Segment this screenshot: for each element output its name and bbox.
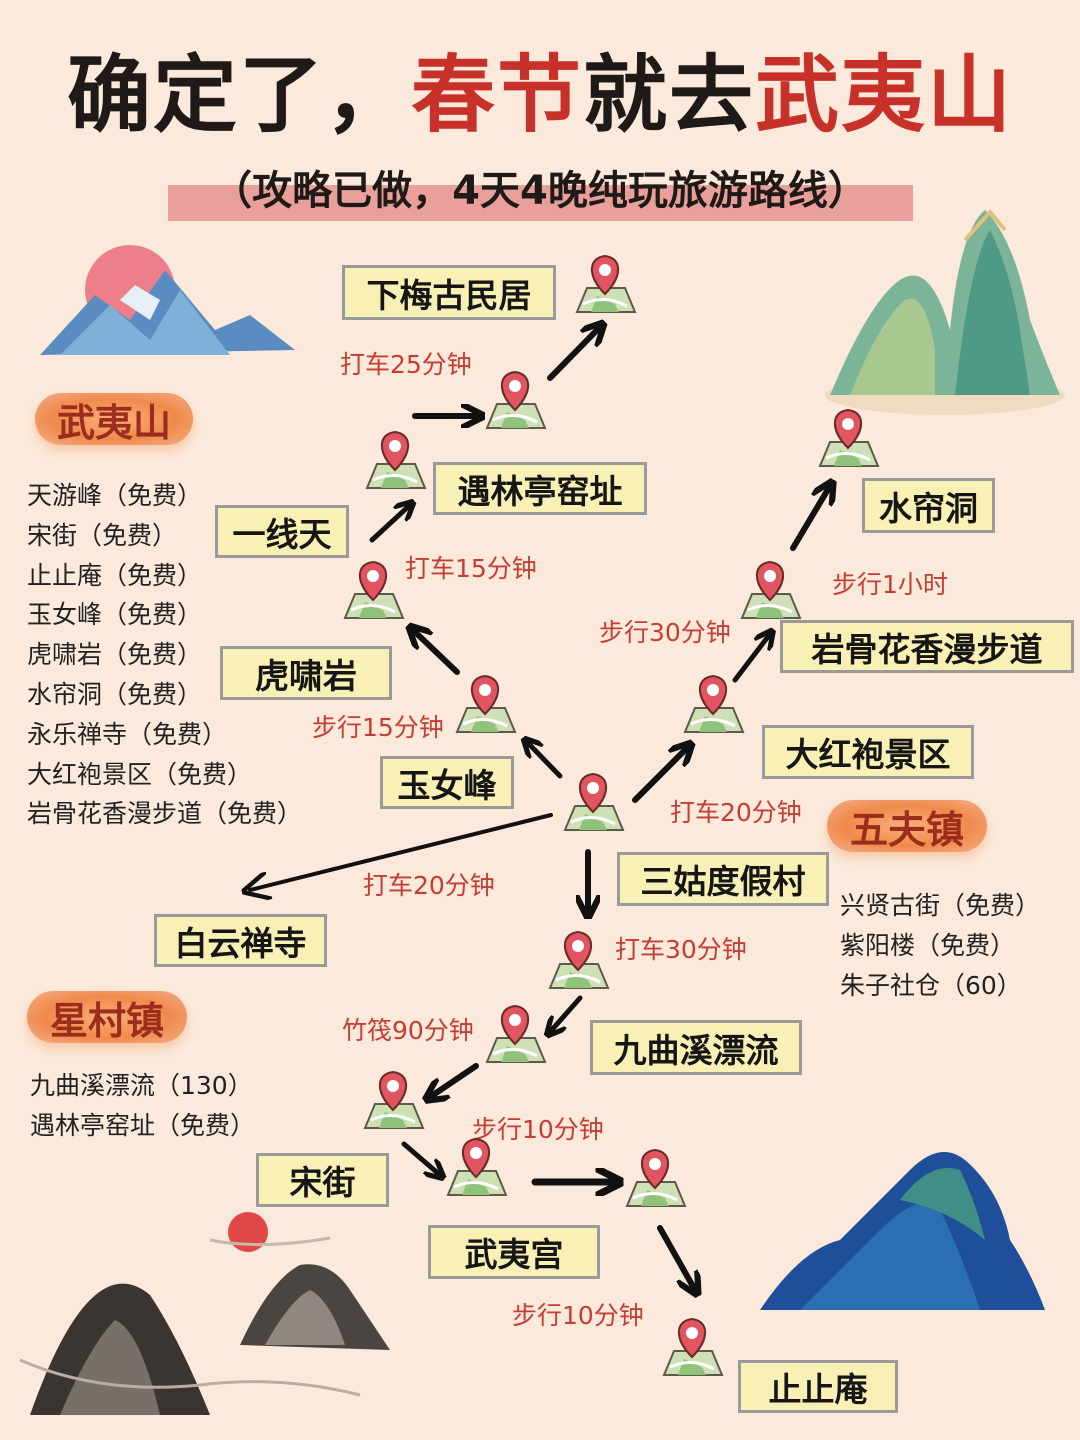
map-pin-icon — [563, 772, 625, 831]
list-item: 玉女峰（免费） — [27, 600, 203, 630]
leg-label: 打车20分钟 — [670, 798, 802, 827]
mountain-illustration-bottom-left — [19, 1212, 390, 1415]
title-part-2: 春节 — [410, 46, 583, 144]
place-xiamei: 下梅古民居 — [342, 265, 556, 320]
map-pin-icon — [485, 1004, 547, 1063]
wufu-spot-list: 兴贤古街（免费） 紫阳楼（免费） 朱子社仓（60） — [840, 886, 1040, 1005]
xingcun-spot-list: 九曲溪漂流（130） 遇林亭窑址（免费） — [30, 1066, 255, 1146]
map-pin-icon — [363, 1070, 425, 1129]
leg-label: 打车30分钟 — [615, 935, 747, 964]
title-part-1: 确定了， — [66, 46, 411, 144]
place-baiyun: 白云禅寺 — [154, 914, 327, 967]
list-item: 永乐禅寺（免费） — [27, 719, 228, 749]
map-pin-icon — [365, 430, 427, 489]
map-pin-icon — [818, 408, 880, 467]
place-yangu: 岩骨花香漫步道 — [780, 620, 1074, 673]
list-item: 兴贤古街（免费） — [840, 891, 1041, 920]
route-arrow-icon — [413, 630, 460, 675]
section-badge-xingcun: 星村镇 — [27, 991, 187, 1043]
leg-label: 步行10分钟 — [472, 1115, 604, 1144]
title-part-4: 武夷山 — [755, 46, 1014, 144]
list-item: 岩骨花香漫步道（免费） — [27, 799, 303, 829]
place-yixiantian: 一线天 — [215, 505, 349, 558]
map-pin-icon — [740, 560, 802, 619]
place-songjie: 宋街 — [256, 1153, 389, 1207]
mountain-illustration-top-left — [40, 245, 295, 355]
place-sangu: 三姑度假村 — [617, 852, 829, 906]
route-arrow-icon — [369, 505, 410, 543]
section-badge-wuyishan: 武夷山 — [35, 393, 193, 445]
map-pin-icon — [683, 674, 745, 733]
list-item: 九曲溪漂流（130） — [30, 1071, 253, 1100]
leg-label: 打车25分钟 — [340, 350, 472, 379]
place-jiuqu: 九曲溪漂流 — [590, 1020, 802, 1075]
map-pin-icon — [343, 560, 405, 619]
leg-label: 步行30分钟 — [599, 618, 731, 647]
list-item: 紫阳楼（免费） — [840, 930, 1016, 960]
leg-label: 步行1小时 — [832, 570, 948, 599]
map-pin-icon — [625, 1148, 687, 1207]
list-item: 遇林亭窑址（免费） — [30, 1110, 256, 1140]
place-yulinting: 遇林亭窑址 — [433, 462, 647, 515]
title-part-3: 就去 — [583, 46, 756, 144]
list-item: 止止庵（免费） — [27, 560, 203, 590]
leg-label: 步行10分钟 — [512, 1301, 644, 1330]
place-huxiaoyan: 虎啸岩 — [220, 646, 392, 700]
map-pin-icon — [575, 254, 637, 313]
route-arrow-icon — [401, 1141, 440, 1175]
list-item: 朱子社仓（60） — [840, 970, 1022, 1000]
place-shuiliandong: 水帘洞 — [862, 478, 995, 533]
section-badge-wufu: 五夫镇 — [827, 800, 987, 852]
map-pin-icon — [485, 370, 547, 429]
route-arrow-icon — [250, 813, 553, 890]
route-arrow-icon — [527, 742, 563, 779]
place-yunvfeng: 玉女峰 — [380, 756, 514, 809]
route-arrow-icon — [632, 747, 688, 803]
leg-label: 竹筏90分钟 — [342, 1016, 474, 1045]
place-dahongpao: 大红袍景区 — [762, 725, 974, 779]
leg-label: 步行15分钟 — [312, 713, 444, 742]
list-item: 天游峰（免费） — [27, 481, 203, 510]
list-item: 水帘洞（免费） — [27, 679, 203, 709]
list-item: 大红袍景区（免费） — [27, 759, 253, 789]
mountain-illustration-bottom-right — [760, 1152, 1045, 1310]
list-item: 虎啸岩（免费） — [27, 640, 203, 670]
subtitle-highlight — [168, 185, 913, 221]
map-pin-icon — [455, 674, 517, 733]
route-arrow-icon — [657, 1225, 695, 1290]
map-pin-icon — [446, 1137, 508, 1196]
wuyishan-spot-list: 天游峰（免费） 宋街（免费） 止止庵（免费） 玉女峰（免费） 虎啸岩（免费） 水… — [27, 476, 302, 834]
map-pin-icon — [548, 930, 610, 989]
page-title: 确定了，春节就去武夷山 — [0, 28, 1080, 149]
mountain-illustration-top-right — [825, 208, 1065, 415]
route-arrow-icon — [732, 634, 770, 683]
route-arrow-icon — [547, 327, 600, 381]
list-item: 宋街（免费） — [27, 520, 178, 550]
route-arrow-icon — [550, 995, 583, 1032]
place-zhizhian: 止止庵 — [738, 1360, 898, 1413]
place-wuyigong: 武夷宫 — [428, 1225, 600, 1279]
route-arrow-icon — [430, 1063, 479, 1097]
map-pin-icon — [662, 1317, 724, 1376]
leg-label: 打车15分钟 — [405, 554, 537, 583]
subtitle: （攻略已做，4天4晚纯玩旅游路线） — [212, 168, 868, 214]
route-arrow-icon — [790, 486, 830, 551]
leg-label: 打车20分钟 — [363, 871, 495, 900]
